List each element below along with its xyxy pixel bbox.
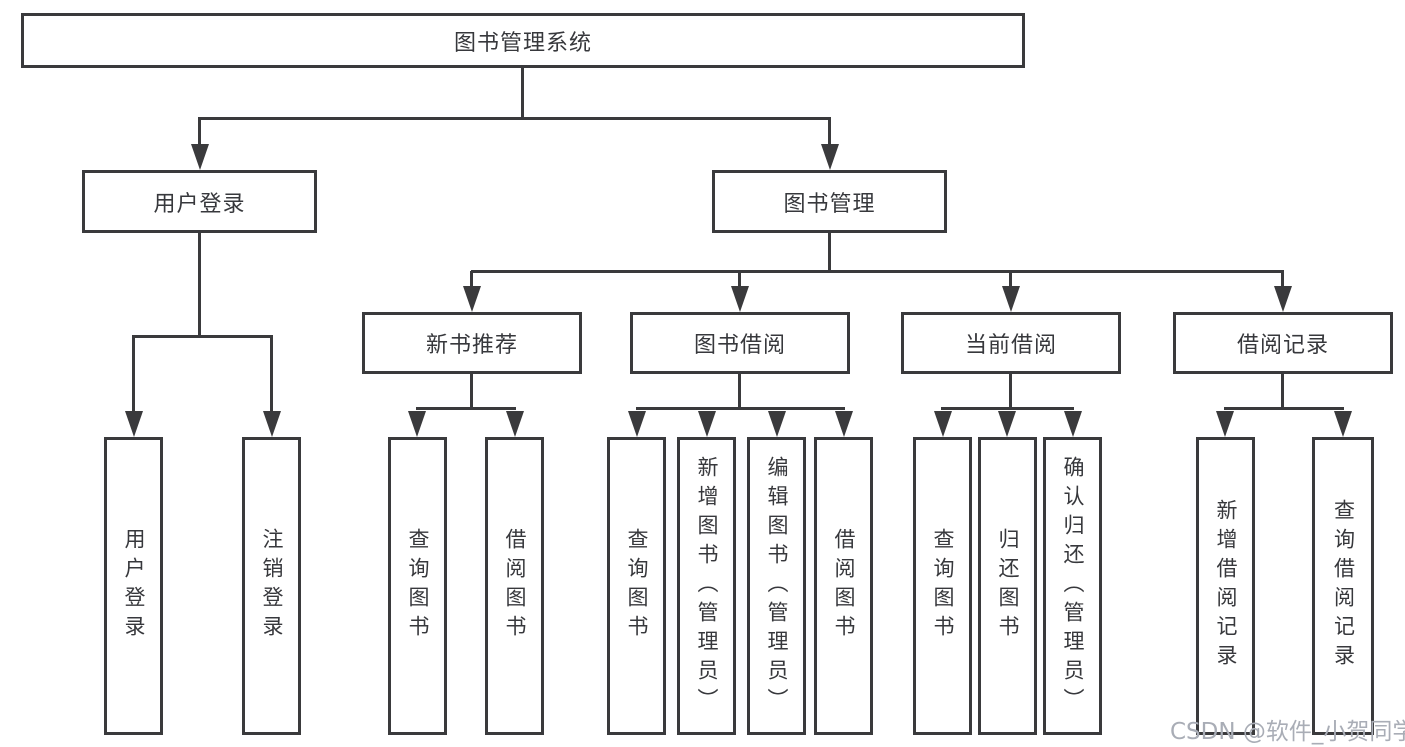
connector-line bbox=[738, 271, 741, 289]
node-book-borrowing: 图书借阅 bbox=[630, 312, 850, 374]
node-label: 借阅记录 bbox=[1236, 333, 1329, 358]
leaf-confirm-return-admin: 确认归还（管理员） bbox=[1043, 437, 1102, 735]
connector-line bbox=[198, 233, 201, 338]
arrowhead-down-icon bbox=[125, 411, 143, 437]
leaf-label: 编辑图书（管理员） bbox=[765, 455, 790, 717]
arrowhead-down-icon bbox=[835, 411, 853, 437]
arrowhead-down-icon bbox=[768, 411, 786, 437]
connector-line bbox=[738, 374, 741, 410]
arrowhead-down-icon bbox=[1216, 411, 1234, 437]
arrowhead-down-icon bbox=[934, 411, 952, 437]
arrowhead-down-icon bbox=[821, 144, 839, 170]
connector-line bbox=[1281, 271, 1284, 289]
node-borrowing-records: 借阅记录 bbox=[1173, 312, 1393, 374]
leaf-label: 查询借阅记录 bbox=[1331, 499, 1356, 673]
leaf-label: 归还图书 bbox=[996, 528, 1021, 644]
arrowhead-down-icon bbox=[628, 411, 646, 437]
arrowhead-down-icon bbox=[731, 286, 749, 312]
node-label: 图书管理系统 bbox=[453, 30, 592, 56]
connector-line bbox=[1009, 374, 1012, 410]
connector-line bbox=[470, 271, 473, 289]
leaf-logout: 注销登录 bbox=[242, 437, 301, 735]
leaf-label: 注销登录 bbox=[260, 528, 285, 644]
connector-line bbox=[198, 117, 831, 120]
leaf-label: 查询图书 bbox=[406, 528, 431, 644]
connector-line bbox=[198, 118, 201, 148]
arrowhead-down-icon bbox=[998, 411, 1016, 437]
leaf-borrow-books-recommend: 借阅图书 bbox=[485, 437, 544, 735]
arrowhead-down-icon bbox=[263, 411, 281, 437]
connector-line bbox=[270, 335, 273, 413]
node-book-management: 图书管理 bbox=[712, 170, 947, 233]
connector-line bbox=[132, 335, 273, 338]
connector-line bbox=[828, 233, 831, 273]
arrowhead-down-icon bbox=[1334, 411, 1352, 437]
leaf-label: 新增图书（管理员） bbox=[695, 455, 720, 717]
arrowhead-down-icon bbox=[1274, 286, 1292, 312]
leaf-user-login: 用户登录 bbox=[104, 437, 163, 735]
node-root-library-system: 图书管理系统 bbox=[21, 13, 1025, 68]
connector-line bbox=[1281, 374, 1284, 410]
leaf-return-books: 归还图书 bbox=[978, 437, 1037, 735]
leaf-label: 新增借阅记录 bbox=[1214, 499, 1239, 673]
leaf-label: 借阅图书 bbox=[832, 528, 857, 644]
node-label: 当前借阅 bbox=[964, 333, 1057, 358]
leaf-add-borrow-record: 新增借阅记录 bbox=[1196, 437, 1255, 735]
connector-line bbox=[471, 270, 1284, 273]
arrowhead-down-icon bbox=[463, 286, 481, 312]
arrowhead-down-icon bbox=[698, 411, 716, 437]
connector-line bbox=[416, 407, 516, 410]
connector-line bbox=[828, 118, 831, 148]
leaf-label: 确认归还（管理员） bbox=[1061, 455, 1086, 717]
arrowhead-down-icon bbox=[1064, 411, 1082, 437]
node-current-borrowing: 当前借阅 bbox=[901, 312, 1121, 374]
leaf-borrow-books: 借阅图书 bbox=[814, 437, 873, 735]
leaf-query-books-recommend: 查询图书 bbox=[388, 437, 447, 735]
connector-line bbox=[636, 407, 845, 410]
arrowhead-down-icon bbox=[506, 411, 524, 437]
leaf-query-books-borrowing: 查询图书 bbox=[607, 437, 666, 735]
leaf-label: 借阅图书 bbox=[503, 528, 528, 644]
leaf-label: 查询图书 bbox=[625, 528, 650, 644]
node-new-book-recommend: 新书推荐 bbox=[362, 312, 582, 374]
node-label: 新书推荐 bbox=[425, 333, 518, 358]
leaf-label: 查询图书 bbox=[931, 528, 956, 644]
node-label: 用户登录 bbox=[153, 191, 246, 217]
arrowhead-down-icon bbox=[408, 411, 426, 437]
connector-line bbox=[470, 374, 473, 410]
connector-line bbox=[521, 68, 524, 120]
leaf-edit-books-admin: 编辑图书（管理员） bbox=[747, 437, 806, 735]
leaf-add-books-admin: 新增图书（管理员） bbox=[677, 437, 736, 735]
arrowhead-down-icon bbox=[1002, 286, 1020, 312]
leaf-query-borrow-record: 查询借阅记录 bbox=[1312, 437, 1374, 735]
leaf-label: 用户登录 bbox=[122, 528, 147, 644]
watermark: CSDN @软件_小贺同学 bbox=[1170, 719, 1405, 745]
connector-line bbox=[132, 335, 135, 413]
connector-line bbox=[1224, 407, 1344, 410]
arrowhead-down-icon bbox=[191, 144, 209, 170]
node-label: 图书管理 bbox=[783, 191, 876, 217]
connector-line bbox=[1009, 271, 1012, 289]
leaf-query-books-current: 查询图书 bbox=[913, 437, 972, 735]
node-label: 图书借阅 bbox=[693, 333, 786, 358]
node-user-login: 用户登录 bbox=[82, 170, 317, 233]
connector-line bbox=[941, 407, 1074, 410]
